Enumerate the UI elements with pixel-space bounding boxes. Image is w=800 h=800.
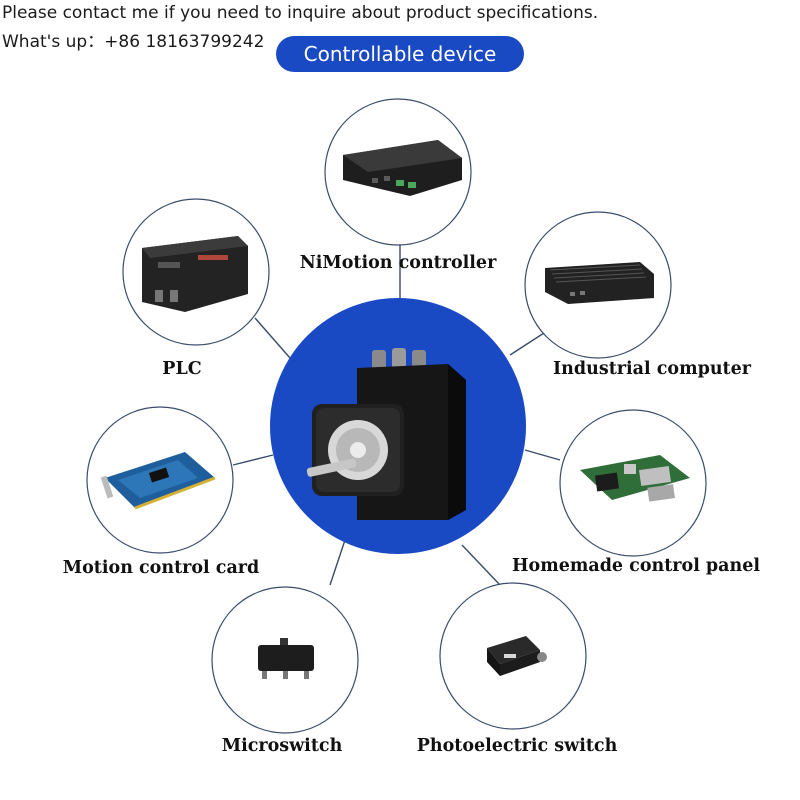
microswitch-icon: [258, 638, 314, 679]
device-node-plc: [122, 198, 270, 346]
title-badge: Controllable device: [276, 36, 524, 72]
connector-line: [524, 449, 561, 461]
connector-line: [254, 317, 291, 359]
label-homemade-control-panel: Homemade control panel: [511, 556, 761, 576]
label-nimotion-controller: NiMotion controller: [299, 253, 497, 273]
connector-lines: [232, 245, 596, 586]
device-node-motion-control-card: [86, 406, 234, 554]
contact-note: Please contact me if you need to inquire…: [2, 3, 599, 23]
pci-card-icon: [100, 452, 216, 510]
label-plc: PLC: [162, 359, 202, 379]
integrated-stepper-servo-motor-icon: [306, 348, 466, 520]
controller-box-icon: [343, 140, 462, 196]
device-node-nimotion-controller: [324, 98, 472, 246]
label-motion-control-card: Motion control card: [62, 558, 260, 578]
photoelectric-sensor-icon: [487, 636, 547, 676]
device-node-industrial-computer: [524, 211, 672, 359]
plc-module-icon: [142, 236, 248, 312]
fanless-pc-icon: [545, 262, 654, 304]
device-node-homemade-control-panel: [559, 409, 707, 557]
connector-line: [329, 539, 346, 586]
label-industrial-computer: Industrial computer: [553, 359, 751, 379]
contact-phone: What's up：+86 18163799242: [2, 32, 265, 52]
connector-line: [461, 544, 501, 586]
single-board-computer-icon: [580, 455, 690, 502]
connector-line: [232, 454, 274, 466]
center-device: [270, 298, 526, 554]
label-photoelectric-switch: Photoelectric switch: [416, 736, 618, 756]
device-node-photoelectric-switch: [439, 582, 587, 730]
device-node-microswitch: [211, 586, 359, 734]
label-microswitch: Microswitch: [221, 736, 343, 756]
